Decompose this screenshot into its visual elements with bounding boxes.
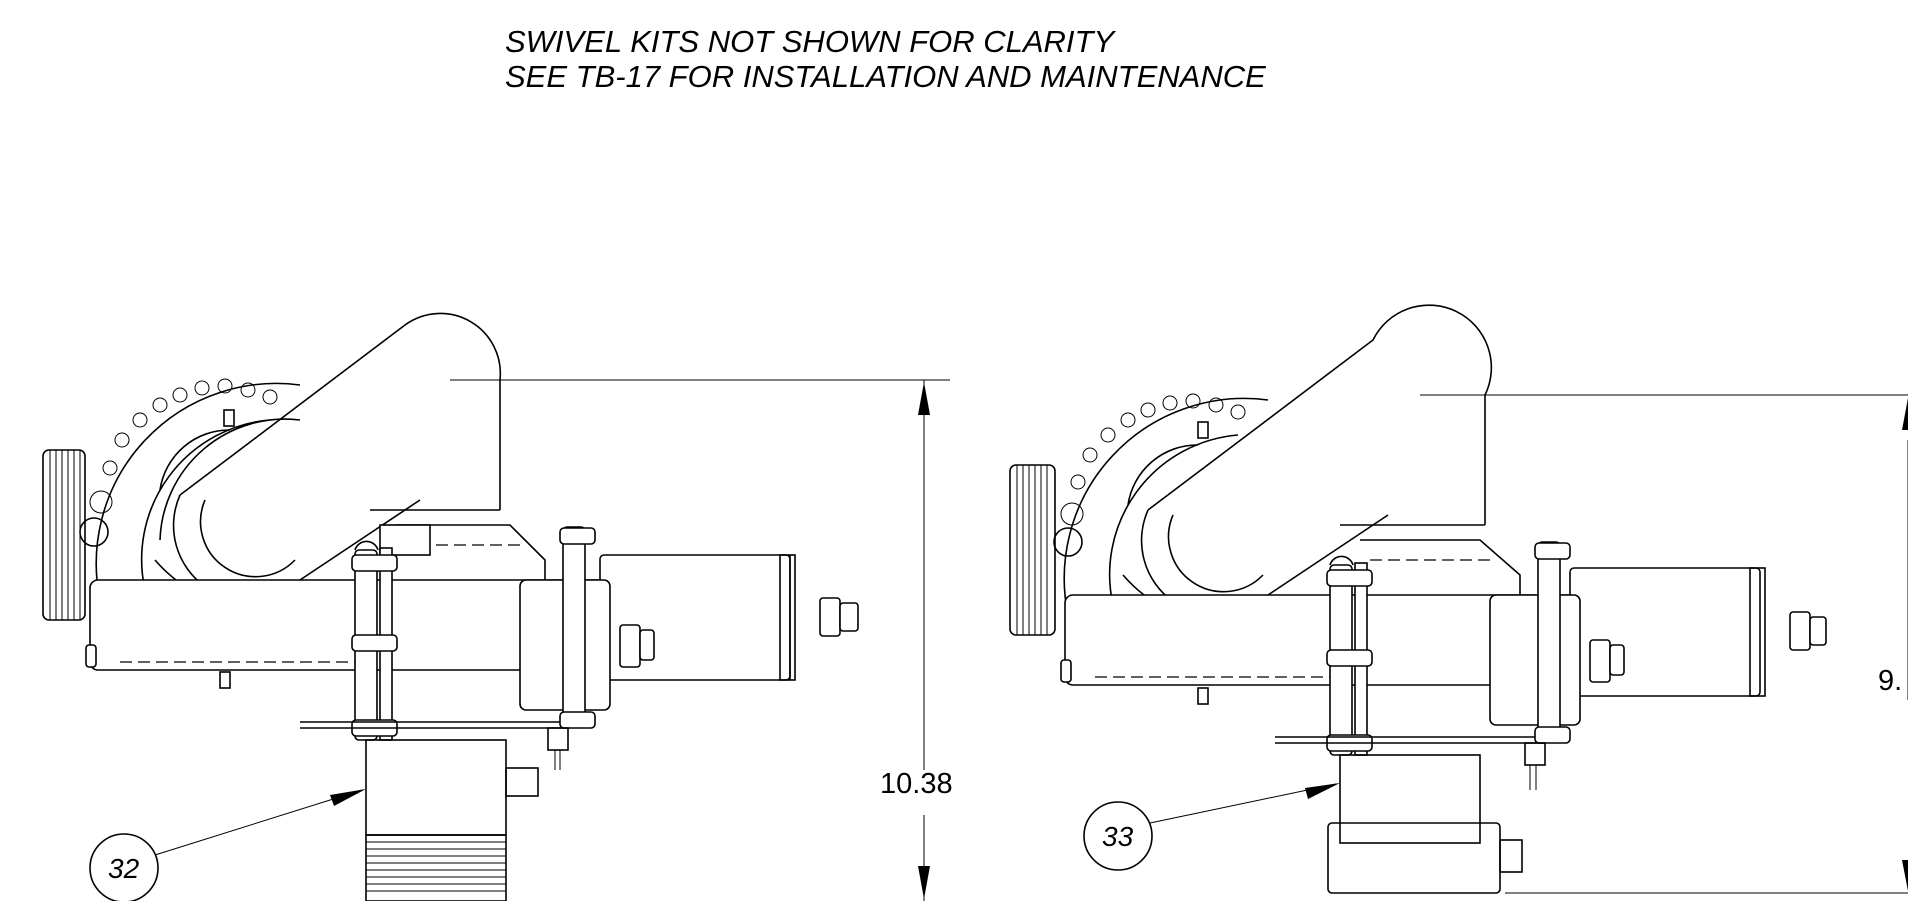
left-dimension-value: 10.38 [880,768,953,800]
right-dimension: 9. [1420,394,1908,891]
left-threaded-inlet [42,449,86,621]
balloon-33-label: 33 [1102,821,1134,852]
right-riser-pipe [1327,754,1908,894]
balloon-32: 32 [89,789,366,901]
right-threaded-inlet [1009,464,1056,636]
right-index-ring [1053,393,1269,616]
note-line-2: SEE TB-17 FOR INSTALLATION AND MAINTENAN… [505,59,1266,94]
left-index-ring [79,378,301,601]
right-bracket [1275,541,1571,790]
right-elbow [1122,304,1493,640]
left-grease-fittings [219,409,235,689]
left-riser-pipe [365,739,539,901]
balloon-32-label: 32 [108,853,140,884]
left-bracket [300,526,596,770]
balloon-33: 33 [1083,783,1340,871]
left-dimension: 10.38 [450,379,953,901]
right-assembly-view: 9. 33 [1009,304,1908,894]
left-housing [85,524,611,671]
note-line-1: SWIVEL KITS NOT SHOWN FOR CLARITY [505,24,1116,59]
right-dimension-value: 9. [1878,665,1902,697]
left-elbow [154,312,502,625]
right-grease-fittings [1197,421,1209,705]
left-assembly-view: 10.38 32 [42,312,953,901]
